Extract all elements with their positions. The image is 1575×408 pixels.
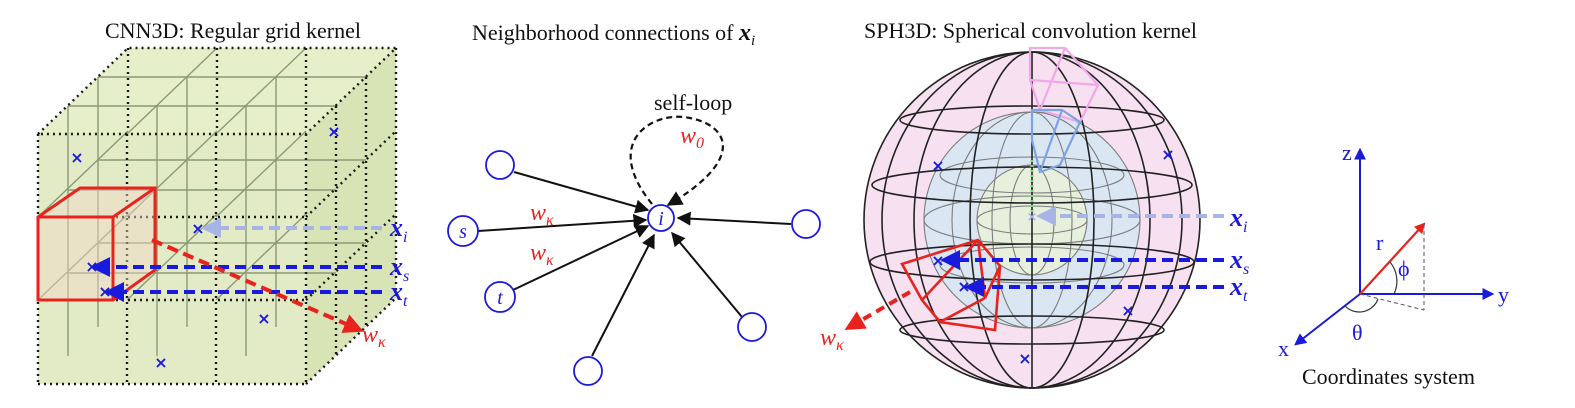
node-i bbox=[647, 204, 675, 232]
sph3d-top-cells bbox=[1028, 46, 1100, 213]
wk-edge-label-1: wκ bbox=[530, 200, 554, 229]
projection-line bbox=[1359, 293, 1425, 311]
sample-point-icon: × bbox=[931, 156, 944, 175]
neighbor-node bbox=[737, 312, 767, 342]
phi-arc bbox=[1389, 261, 1398, 295]
neighbor-node bbox=[485, 150, 515, 180]
x-label: x bbox=[1278, 336, 1289, 361]
cnn3d-kernel-cell bbox=[36, 186, 157, 302]
r-vector bbox=[1359, 222, 1426, 295]
r-label: r bbox=[1376, 230, 1384, 255]
wk-edge-label-2: wκ bbox=[530, 240, 554, 269]
node-s-label: s bbox=[459, 221, 467, 243]
node-t bbox=[484, 281, 516, 313]
graph-panel: Neighborhood connections of xi self-loop… bbox=[447, 20, 821, 386]
neighbor-node bbox=[573, 356, 603, 386]
sample-point-icon: × bbox=[1121, 301, 1134, 320]
coords-panel: z y x r ϕ θ Coordinates system bbox=[1278, 140, 1509, 389]
sph3d-xt-label: xt bbox=[1229, 272, 1248, 305]
graph-edges bbox=[477, 171, 792, 357]
w0-label: w0 bbox=[680, 123, 704, 152]
graph-title: Neighborhood connections of xi bbox=[472, 20, 755, 49]
theta-arc bbox=[1344, 298, 1379, 313]
sph3d-title: SPH3D: Spherical convolution kernel bbox=[864, 18, 1197, 43]
coords-caption: Coordinates system bbox=[1302, 364, 1475, 389]
sample-point-icon: × bbox=[257, 309, 270, 328]
cnn3d-xi-label: xi bbox=[389, 213, 407, 246]
node-t-label: t bbox=[497, 287, 503, 309]
node-i-label: i bbox=[658, 208, 664, 230]
node-s bbox=[447, 215, 479, 247]
theta-label: θ bbox=[1352, 320, 1363, 345]
sample-point-icon: × bbox=[70, 148, 83, 167]
sample-point-icon: × bbox=[1018, 349, 1031, 368]
sph3d-panel: SPH3D: Spherical convolution kernel bbox=[820, 18, 1249, 389]
cnn3d-wk-arrow bbox=[151, 238, 364, 333]
z-label: z bbox=[1342, 140, 1352, 165]
sample-point-icon: × bbox=[931, 251, 944, 270]
neighbor-node bbox=[791, 209, 821, 239]
graph-nodes bbox=[447, 150, 821, 386]
sphere bbox=[863, 51, 1201, 389]
cnn3d-panel: CNN3D: Regular grid kernel bbox=[35, 18, 409, 386]
sph3d-xi-label: xi bbox=[1229, 203, 1247, 236]
sample-point-icon: × bbox=[85, 257, 98, 276]
self-loop-edge bbox=[629, 115, 724, 206]
sph3d-wk-arrow bbox=[844, 290, 912, 331]
sample-point-icon: × bbox=[191, 219, 204, 238]
cnn3d-wk-label: wκ bbox=[362, 322, 386, 351]
self-loop-label: self-loop bbox=[654, 90, 732, 115]
sph3d-wk-label: wκ bbox=[820, 325, 844, 354]
sample-point-icon: × bbox=[1161, 145, 1174, 164]
cnn3d-xt-label: xt bbox=[389, 277, 408, 310]
cnn3d-xs-label: xs bbox=[389, 252, 409, 285]
y-label: y bbox=[1498, 282, 1509, 307]
sph3d-xs-label: xs bbox=[1229, 245, 1249, 278]
cnn3d-title: CNN3D: Regular grid kernel bbox=[105, 18, 361, 43]
phi-label: ϕ bbox=[1398, 256, 1410, 281]
sample-point-icon: × bbox=[327, 122, 340, 141]
sample-point-icon: × bbox=[154, 353, 167, 372]
x-axis bbox=[1294, 293, 1361, 346]
sample-point-icon: × bbox=[1027, 210, 1038, 225]
